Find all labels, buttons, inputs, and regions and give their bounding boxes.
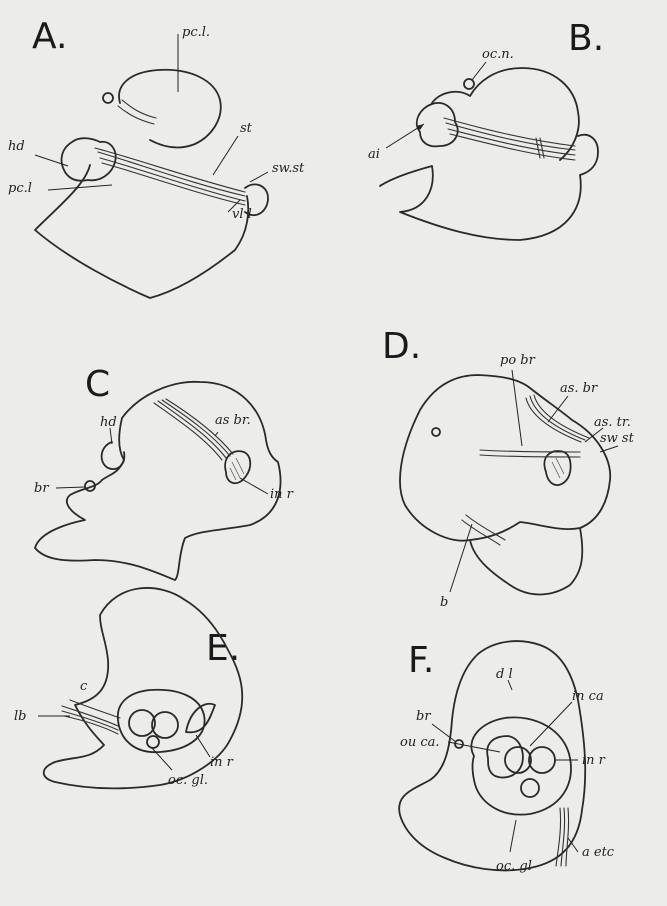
panel-letter-a: A. — [32, 16, 67, 57]
leader-f-ocgl — [510, 820, 516, 852]
label-b-ocn: oc.n. — [482, 47, 514, 62]
panel-letter-f: F. — [408, 640, 434, 681]
panel-d-inner-ring-fill — [552, 458, 564, 478]
label-e-lb: lb — [14, 709, 26, 724]
label-a-swst: sw.st — [272, 161, 305, 176]
leader-d-b — [450, 524, 472, 592]
panel-f: F. d l br in ca ou ca. in r a etc oc. gl — [399, 640, 615, 874]
panel-b-muscle-bundle — [444, 118, 575, 160]
label-d-pobr: po br — [500, 353, 536, 368]
leader-a-st — [213, 136, 238, 175]
label-f-dl: d l — [496, 667, 513, 682]
panel-f-inner-canal-left — [505, 747, 531, 773]
panel-c: C hd br as br. in r — [34, 364, 294, 580]
label-d-b: b — [440, 595, 448, 610]
label-a-pcl-left: pc.l — [8, 181, 32, 196]
label-c-hd: hd — [100, 415, 117, 430]
leader-e-inr — [196, 735, 210, 757]
panel-d-inner-ring — [544, 451, 570, 485]
panel-d-lower-lobe — [470, 528, 582, 594]
panel-a-main-body — [35, 165, 248, 298]
panel-f-inner-canal-right — [529, 747, 555, 773]
panel-c-outline — [35, 382, 281, 580]
panel-letter-b: B. — [568, 18, 604, 59]
panel-e-ocular-gland — [147, 736, 159, 748]
leader-c-asbr — [215, 432, 218, 436]
label-c-br: br — [34, 481, 49, 496]
label-d-swst: sw st — [600, 431, 635, 446]
panel-d-ocellus — [432, 428, 440, 436]
label-c-inr: in r — [270, 487, 294, 502]
label-f-ouca: ou ca. — [400, 735, 440, 750]
leader-f-inca — [530, 702, 572, 746]
label-a-pcl-top: pc.l. — [182, 25, 210, 40]
leader-c-inr — [240, 478, 268, 494]
label-f-aetc: a etc — [582, 845, 615, 860]
label-c-asbr: as br. — [215, 413, 251, 428]
panel-a: A. pc.l. hd st sw.st pc.l vl l — [8, 16, 305, 298]
panel-b: B. oc.n. ai — [368, 18, 604, 240]
panel-e: E. c lb in r oc. gl. — [14, 588, 242, 788]
label-d-astr: as. tr. — [594, 415, 631, 430]
leader-c-br — [56, 487, 85, 488]
label-f-inr: in r — [582, 753, 606, 768]
panel-c-muscle-bundle — [154, 399, 233, 460]
panel-a-muscle-bundle — [95, 100, 245, 205]
leader-d-asbr — [548, 396, 568, 422]
panel-c-inner-ring-fill — [230, 458, 244, 480]
panel-d-outline — [400, 375, 610, 541]
panel-a-head-knob — [61, 138, 115, 181]
panel-a-small-circle — [103, 93, 113, 103]
label-a-vll: vl l — [232, 207, 252, 222]
panel-e-cavity-ring — [118, 690, 205, 752]
panel-b-ocellus — [464, 79, 474, 89]
label-a-hd: hd — [8, 139, 25, 154]
leader-b-ocn — [472, 62, 486, 80]
label-f-br: br — [416, 709, 431, 724]
panel-f-ocular-gland — [521, 779, 539, 797]
panel-letter-c: C — [85, 364, 110, 405]
panel-e-right-lobe — [152, 712, 178, 738]
leader-a-hd — [35, 155, 68, 166]
panel-c-inner-ring — [225, 451, 250, 483]
label-e-ocgl: oc. gl. — [168, 773, 208, 788]
panel-d: D. po br as. br as. tr. sw st b — [382, 326, 635, 610]
label-b-ai: ai — [368, 147, 380, 162]
label-f-ocgl: oc. gl — [496, 859, 532, 874]
leader-a-swst — [250, 172, 268, 182]
panel-e-left-lobe — [129, 710, 155, 736]
label-a-st: st — [240, 121, 253, 136]
panel-letter-d: D. — [382, 326, 421, 367]
label-e-inr: in r — [210, 755, 234, 770]
panel-b-main-body — [380, 135, 598, 240]
label-e-c: c — [80, 679, 88, 694]
label-f-inca: in ca — [572, 689, 604, 704]
leader-a-pcl-left — [48, 185, 112, 190]
label-d-asbr: as. br — [560, 381, 598, 396]
